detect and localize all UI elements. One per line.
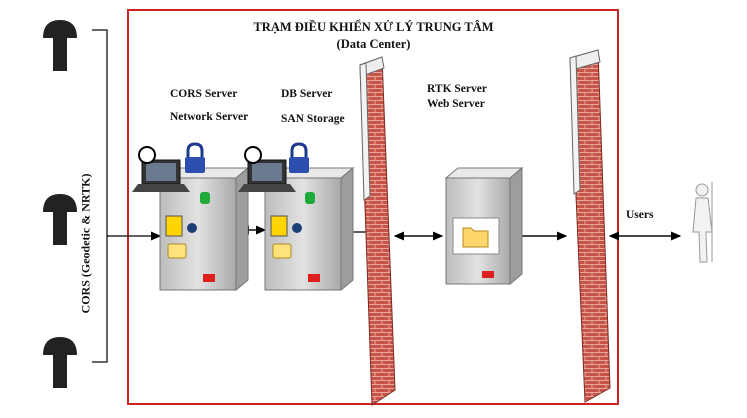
- cors-network-server-tower-icon: [158, 166, 250, 292]
- firewall-icon: [569, 49, 611, 403]
- folder-icon: [462, 227, 489, 248]
- padlock-icon: [185, 142, 205, 173]
- web-server-label: Web Server: [427, 98, 485, 110]
- cors-stations: [43, 20, 77, 388]
- cors-side-label: CORS (Geodetic & NRTK): [78, 173, 93, 314]
- cors-server-label: CORS Server: [170, 88, 238, 100]
- laptop-icon: [238, 146, 296, 192]
- san-storage-label: SAN Storage: [281, 113, 345, 125]
- users-label: Users: [626, 209, 654, 221]
- db-san-server-tower-icon: [263, 166, 355, 292]
- rtk-server-label: RTK Server: [427, 83, 487, 95]
- station-antenna-icon: [43, 20, 77, 71]
- station-antenna-icon: [43, 337, 77, 388]
- diagram-title: TRẠM ĐIỀU KHIỂN XỬ LÝ TRUNG TÂM: [253, 20, 494, 34]
- laptop-icon: [132, 146, 190, 192]
- user-figure-icon: [692, 182, 713, 263]
- rtk-web-server-tower-icon: [444, 166, 524, 286]
- firewall-icon: [359, 56, 396, 406]
- db-server-label: DB Server: [281, 88, 333, 100]
- diagram-subtitle: (Data Center): [336, 37, 411, 51]
- station-antenna-icon: [43, 194, 77, 245]
- padlock-icon: [289, 142, 309, 173]
- cors-bracket: [92, 29, 108, 363]
- network-server-label: Network Server: [170, 111, 249, 123]
